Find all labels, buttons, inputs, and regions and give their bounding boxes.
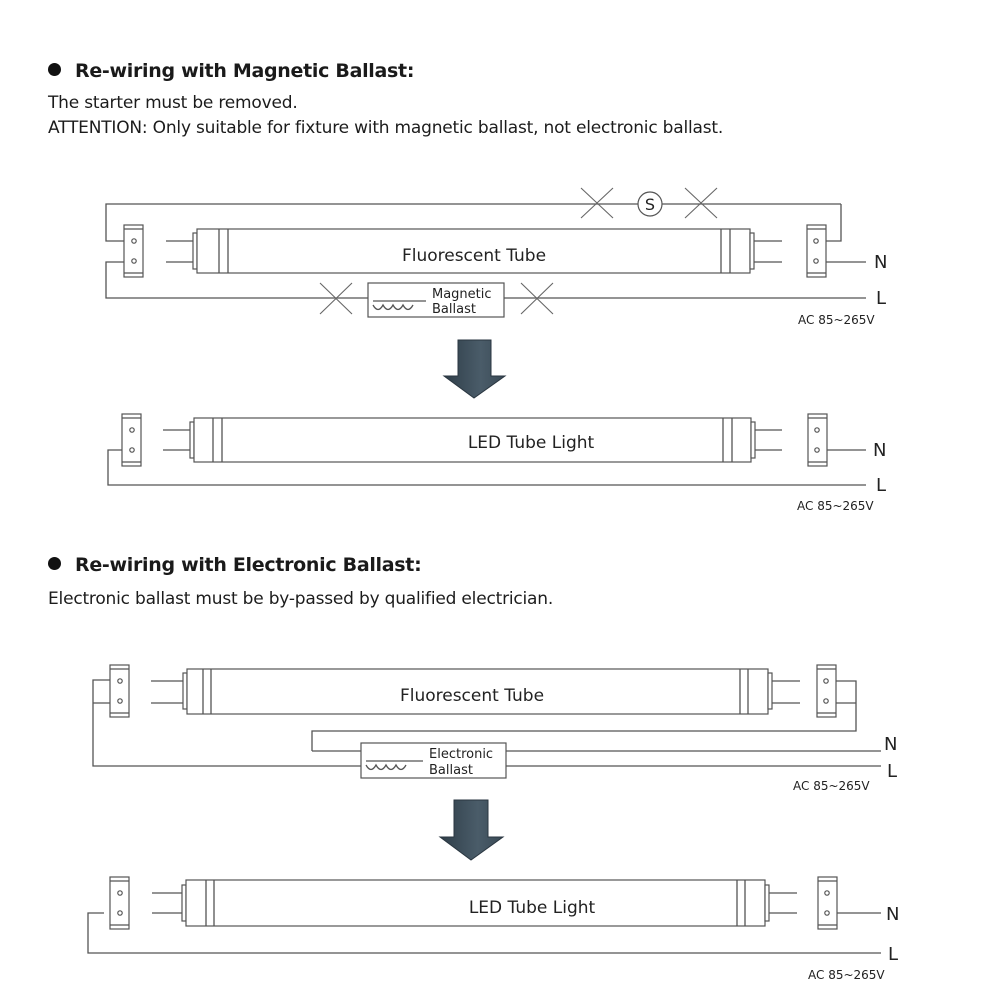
ballast-label-1: Electronic [429,747,493,762]
left-socket [121,413,142,467]
down-arrow-icon [438,799,505,861]
magnetic-ballast: Magnetic Ballast [367,282,505,318]
starter-icon: S [637,191,663,217]
electronic-heading-text: Re-wiring with Electronic Ballast: [75,554,422,576]
neutral-label: N [874,252,887,273]
left-socket [109,664,130,718]
voltage-label: AC 85~265V [793,779,870,793]
live-label: L [876,288,886,309]
left-socket [123,224,144,278]
left-socket [109,876,130,930]
wire-bottom-left [105,261,368,299]
magnetic-instruction-1: The starter must be removed. [48,93,298,113]
wire-top-left [105,203,588,242]
tube-label: Fluorescent Tube [400,686,544,706]
live-wire [87,912,881,954]
tube-label: LED Tube Light [468,433,595,453]
right-socket [816,664,837,718]
electronic-before-diagram: Fluorescent Tube Electronic Ballast N L … [92,664,897,793]
tube-label: LED Tube Light [469,898,596,918]
coil-icon [372,303,414,311]
voltage-label: AC 85~265V [798,313,875,327]
electronic-section-heading: Re-wiring with Electronic Ballast: [48,554,422,576]
bullet-icon [48,63,61,76]
neutral-label: N [884,734,897,755]
magnetic-before-diagram: S Fluorescent Tube Magnetic Ballast N [105,187,887,327]
fluorescent-tube: Fluorescent Tube [166,228,782,274]
removed-x-icon [580,187,614,219]
right-socket [806,224,827,278]
right-socket [807,413,828,467]
magnetic-attention-note: ATTENTION: Only suitable for fixture wit… [48,118,724,138]
led-tube: LED Tube Light [163,417,782,463]
removed-x-icon [520,282,554,315]
wire-left [92,679,361,767]
magnetic-after-diagram: LED Tube Light N L AC 85~265V [107,413,886,513]
coil-icon [365,763,407,771]
voltage-label: AC 85~265V [808,968,885,982]
voltage-label: AC 85~265V [797,499,874,513]
fluorescent-tube: Fluorescent Tube [151,668,800,715]
wire-right-loop [311,680,857,751]
magnetic-section-heading: Re-wiring with Magnetic Ballast: [48,60,414,82]
live-label: L [876,475,886,496]
electronic-after-diagram: LED Tube Light N L AC 85~265V [87,876,899,982]
right-socket [817,876,838,930]
removed-x-icon [684,187,718,219]
tube-label: Fluorescent Tube [402,246,546,266]
electronic-ballast: Electronic Ballast [360,742,507,779]
ballast-label-2: Ballast [432,302,476,317]
down-arrow-icon [442,339,507,399]
ballast-label-2: Ballast [429,763,473,778]
removed-x-icon [319,282,353,315]
live-wire [107,449,866,486]
starter-label: S [645,195,655,214]
live-label: L [888,944,898,965]
led-tube: LED Tube Light [152,879,797,927]
magnetic-heading-text: Re-wiring with Magnetic Ballast: [75,60,415,82]
neutral-label: N [886,904,899,925]
bullet-icon [48,557,61,570]
live-label: L [887,761,897,782]
electronic-instruction: Electronic ballast must be by-passed by … [48,589,554,609]
neutral-label: N [873,440,886,461]
ballast-label-1: Magnetic [432,287,492,302]
